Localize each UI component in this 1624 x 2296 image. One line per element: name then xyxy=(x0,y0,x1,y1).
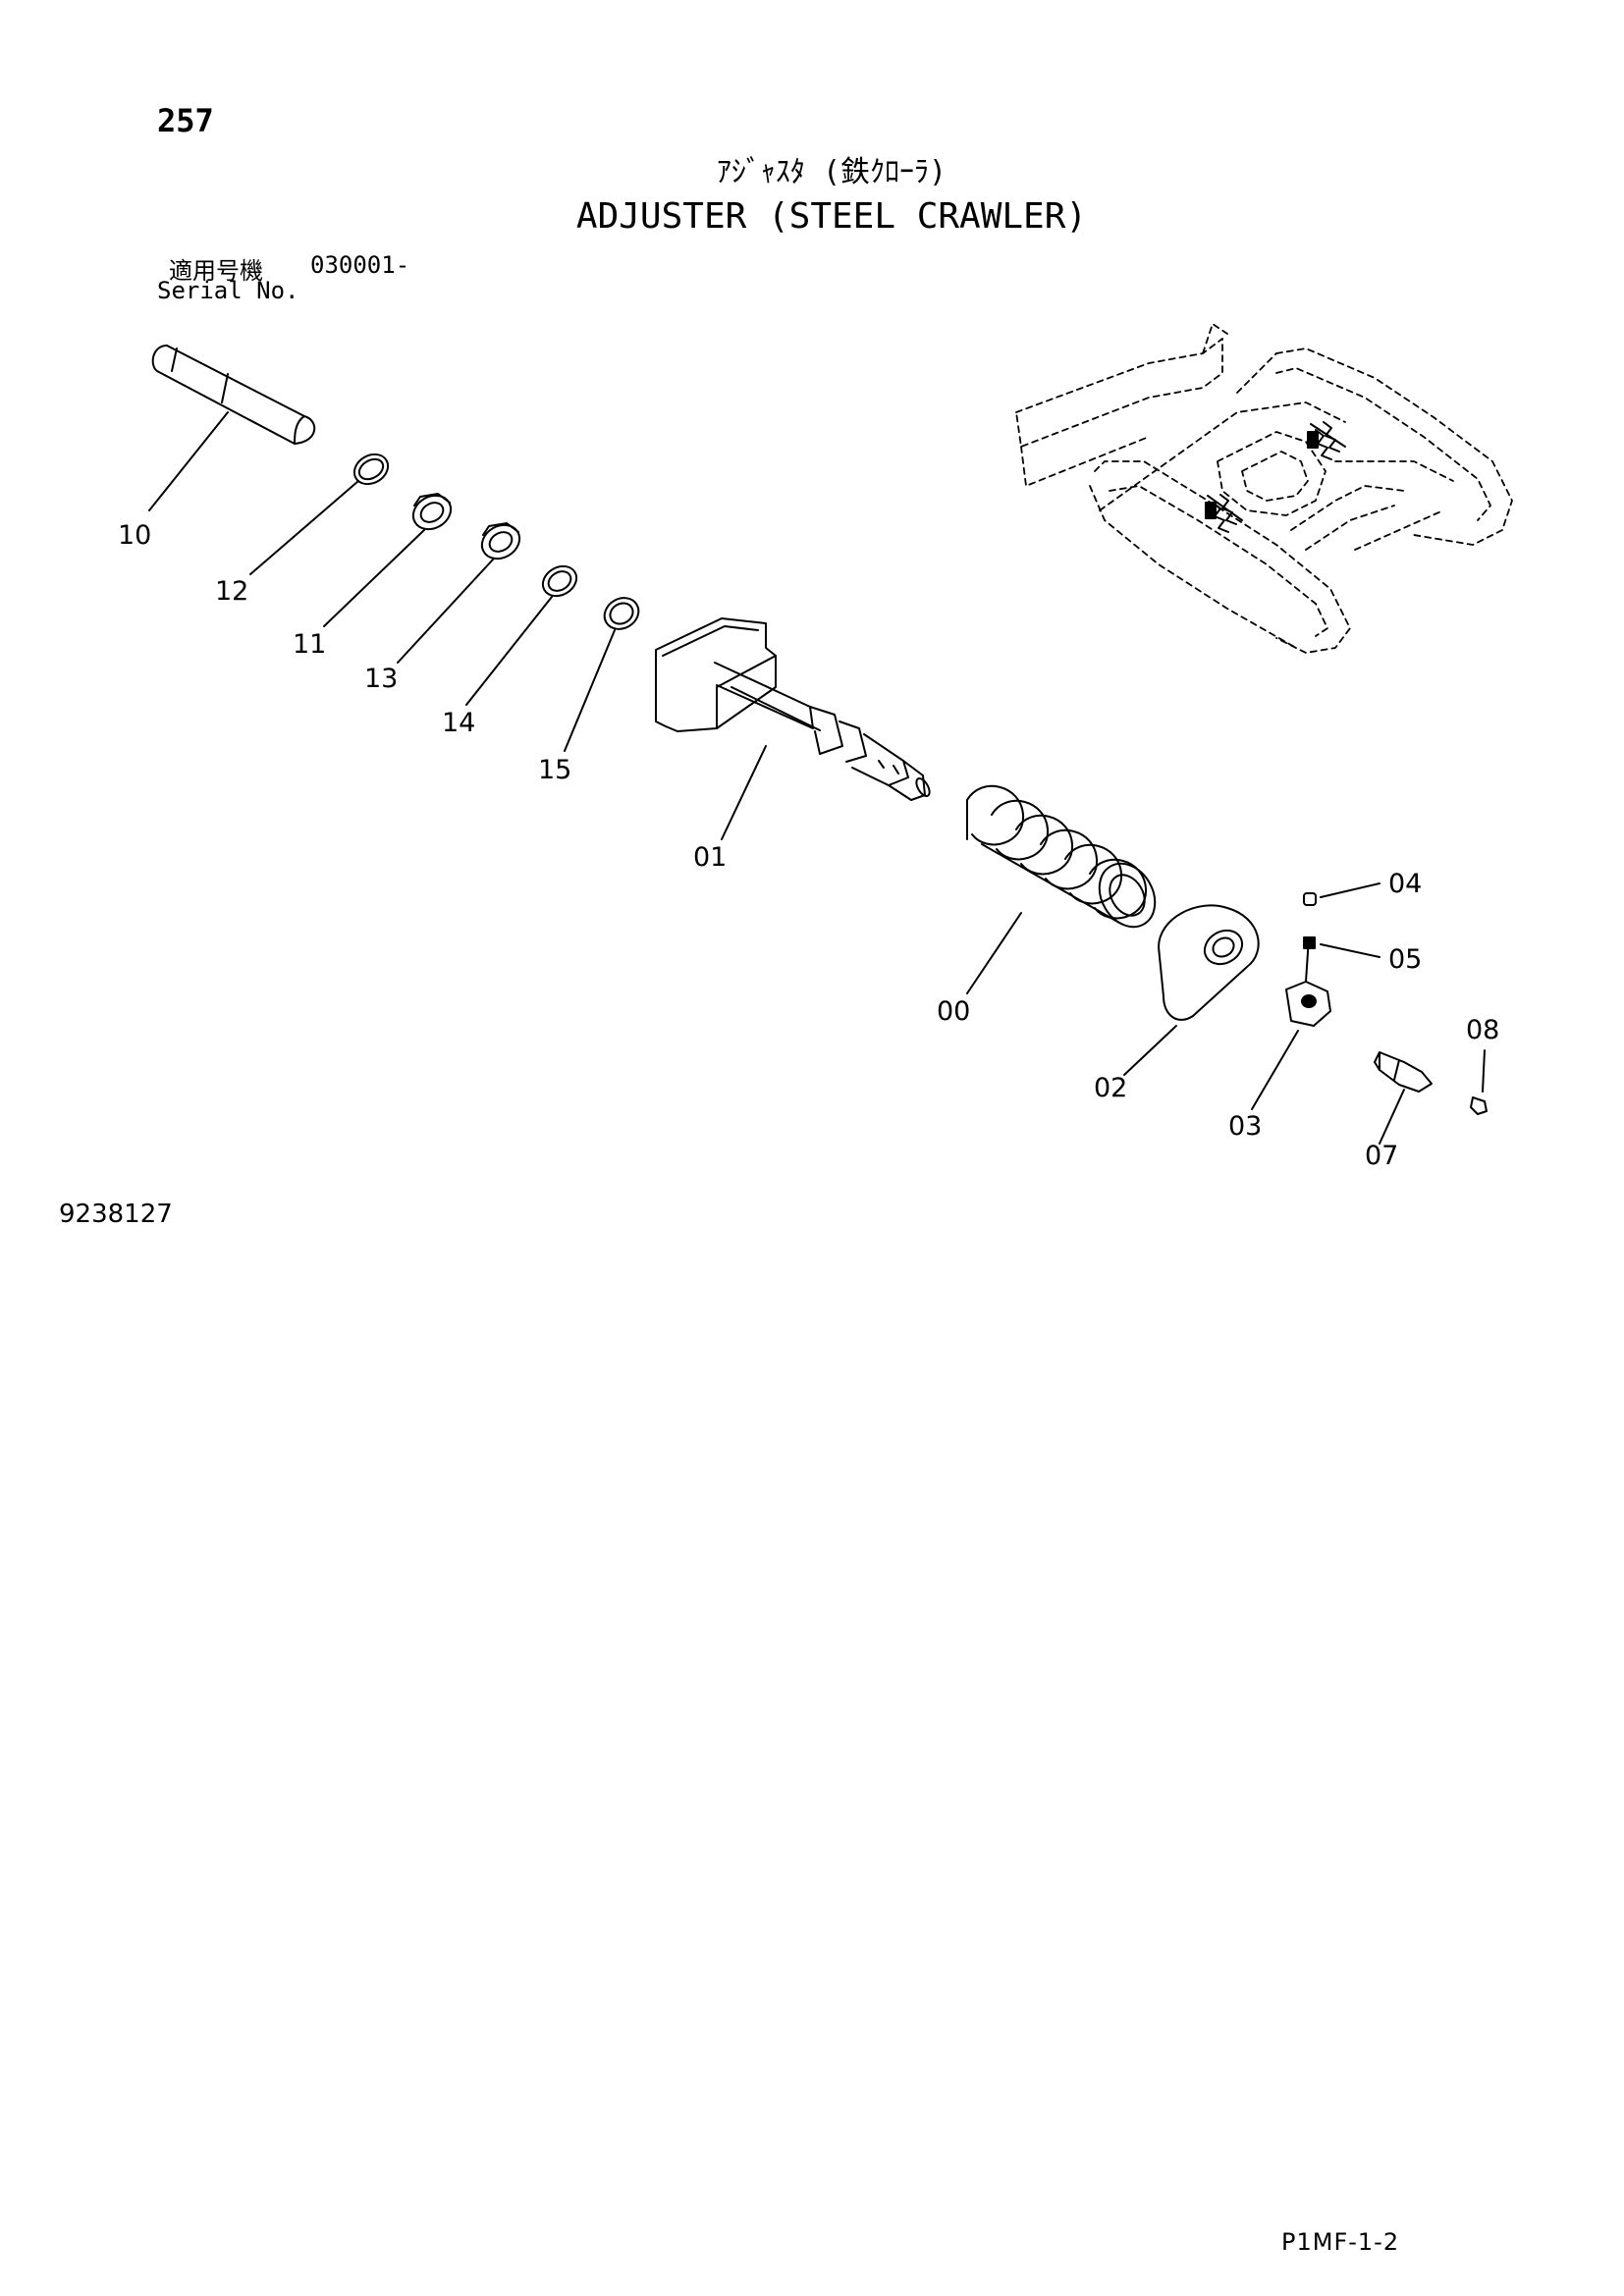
part-08-cap xyxy=(1470,1049,1488,1115)
label-03: 03 xyxy=(1228,1111,1262,1142)
label-02: 02 xyxy=(1094,1073,1127,1103)
page-number: 257 xyxy=(157,102,214,139)
label-01: 01 xyxy=(693,842,727,873)
part-00-spring xyxy=(966,784,1157,994)
label-08: 08 xyxy=(1466,1015,1499,1045)
serial-range: 030001- xyxy=(310,251,410,279)
inset-adjuster-springs xyxy=(1205,421,1346,533)
label-07: 07 xyxy=(1365,1141,1398,1171)
part-11-nut xyxy=(323,493,453,627)
undercarriage-inset-drawing xyxy=(1015,323,1513,654)
label-13: 13 xyxy=(364,664,398,694)
label-11: 11 xyxy=(293,629,326,660)
part-05-fitting xyxy=(1303,936,1380,958)
title-english: ADJUSTER (STEEL CRAWLER) xyxy=(575,196,1088,237)
part-labels: 10 12 11 13 14 15 01 00 04 05 08 02 03 0… xyxy=(118,520,1499,1171)
serial-label-english: Serial No. xyxy=(157,277,299,304)
part-02-bracket xyxy=(1123,904,1260,1076)
label-05: 05 xyxy=(1388,944,1422,975)
part-14-ring xyxy=(465,564,578,706)
part-07-grease-fitting xyxy=(1374,1051,1433,1145)
part-15-ring xyxy=(564,597,640,752)
part-12-snap-ring xyxy=(249,453,390,575)
drawing-number: 9238127 xyxy=(59,1200,173,1229)
label-04: 04 xyxy=(1388,869,1422,899)
label-00: 00 xyxy=(937,996,970,1027)
label-15: 15 xyxy=(538,755,571,785)
title-japanese: ｱｼﾞｬｽﾀ (鉄ｸﾛｰﾗ) xyxy=(716,155,947,189)
part-04-screw xyxy=(1303,882,1380,906)
label-12: 12 xyxy=(215,576,248,607)
part-10-rod xyxy=(148,345,316,511)
label-10: 10 xyxy=(118,520,151,551)
serial-label-japanese: 適用号機 xyxy=(169,257,263,285)
part-03-hex-nut xyxy=(1251,936,1331,1110)
page-code: P1MF-1-2 xyxy=(1281,2228,1400,2256)
part-01-cylinder xyxy=(655,617,931,840)
label-14: 14 xyxy=(442,708,475,738)
part-13-nut xyxy=(397,522,521,664)
